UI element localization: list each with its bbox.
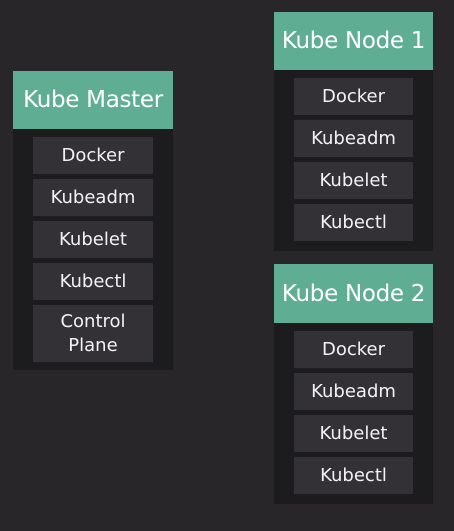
master-component-kubectl: Kubectl	[33, 263, 153, 300]
kube-node-2: Kube Node 2 Docker Kubeadm Kubelet Kubec…	[274, 264, 433, 504]
kube-node-1-title: Kube Node 1	[274, 12, 433, 70]
node1-component-kubectl: Kubectl	[294, 204, 413, 241]
master-component-docker: Docker	[33, 137, 153, 174]
node1-component-kubeadm: Kubeadm	[294, 120, 413, 157]
node1-component-kubelet: Kubelet	[294, 162, 413, 199]
node2-component-kubelet: Kubelet	[294, 415, 413, 452]
kube-node-2-title: Kube Node 2	[274, 264, 433, 323]
kube-node-1: Kube Node 1 Docker Kubeadm Kubelet Kubec…	[274, 12, 433, 251]
master-component-kubelet: Kubelet	[33, 221, 153, 258]
node1-component-docker: Docker	[294, 78, 413, 115]
master-component-kubeadm: Kubeadm	[33, 179, 153, 216]
node2-component-kubeadm: Kubeadm	[294, 373, 413, 410]
node2-component-docker: Docker	[294, 331, 413, 368]
kube-master-title: Kube Master	[13, 71, 173, 129]
kube-master-node: Kube Master Docker Kubeadm Kubelet Kubec…	[13, 71, 173, 370]
master-component-control-plane: Control Plane	[33, 305, 153, 362]
node2-component-kubectl: Kubectl	[294, 457, 413, 494]
